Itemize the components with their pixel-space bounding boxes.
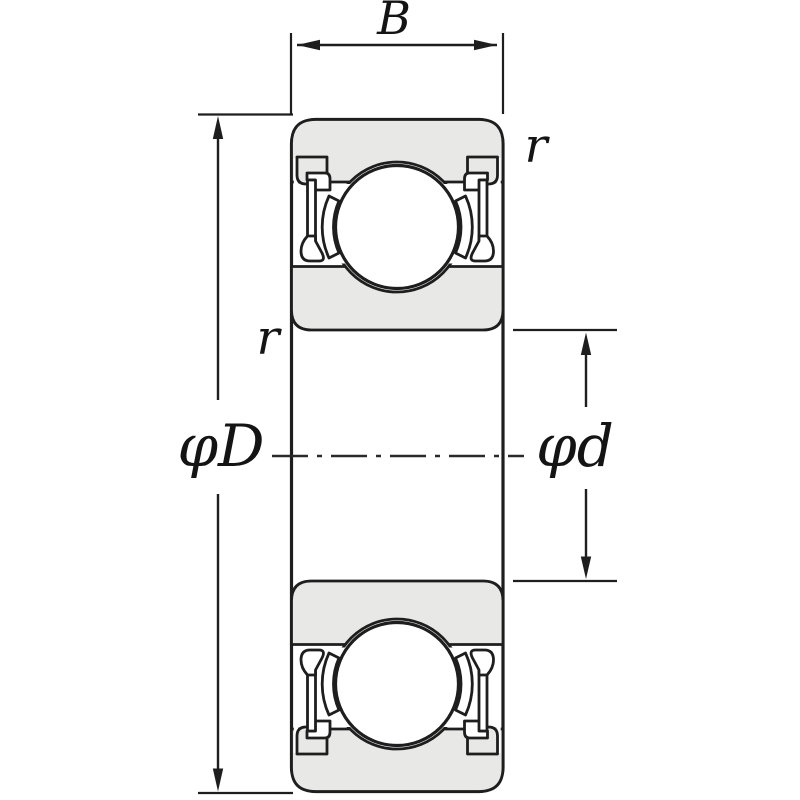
arrowhead-left-icon [297, 39, 320, 51]
dimension-bore-diameter: φd [536, 332, 614, 579]
extension-lines [198, 33, 617, 795]
arrowhead-up-icon [212, 116, 224, 139]
label-outer-diameter: φD [177, 412, 264, 480]
label-bore-diameter: φd [536, 412, 614, 480]
label-chamfer-inner-r: r [257, 310, 283, 366]
dimension-outer-diameter: φD [177, 116, 265, 792]
arrowhead-down-icon [580, 556, 592, 579]
bearing-bottom-section [292, 581, 504, 792]
label-width-B: B [376, 0, 411, 45]
dimension-width-B: B [297, 0, 497, 51]
arrowhead-down-icon [212, 768, 224, 792]
label-chamfer-outer-r: r [525, 118, 551, 174]
arrowhead-right-icon [474, 39, 497, 51]
arrowhead-up-icon [580, 332, 592, 355]
bearing-top-section [292, 120, 504, 331]
